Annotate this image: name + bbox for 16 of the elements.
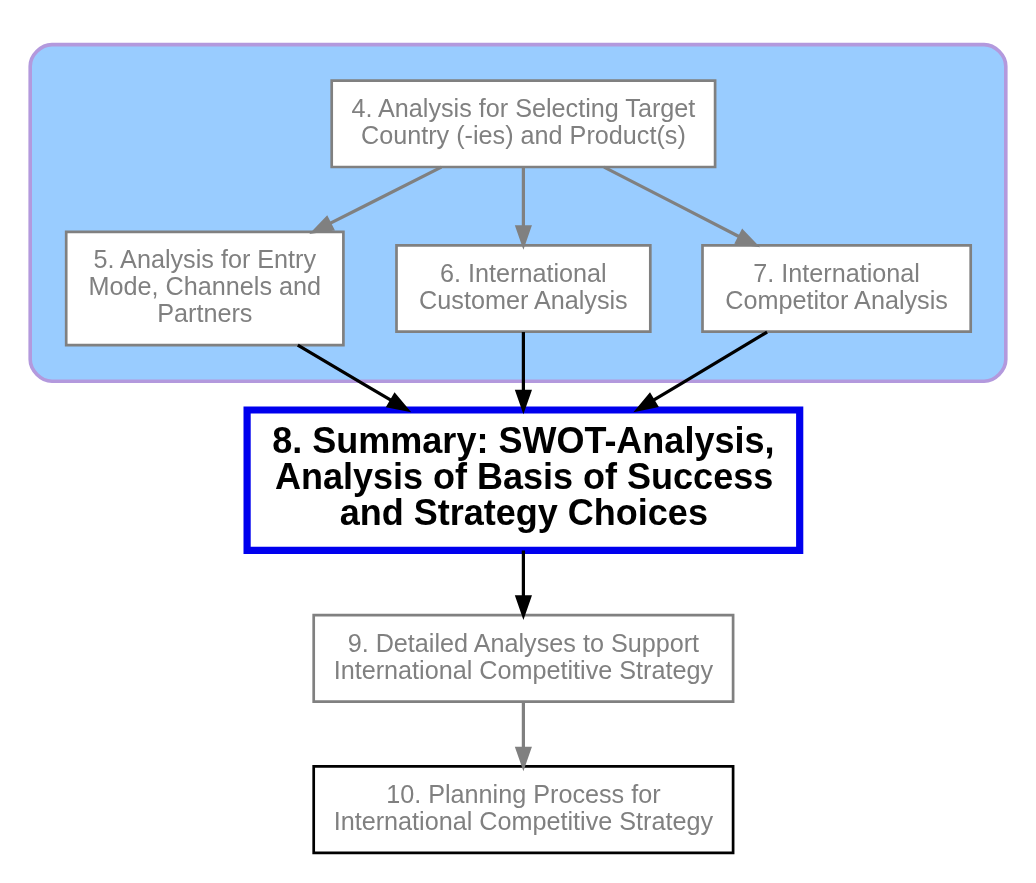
cluster [28,42,1008,383]
node-box: 10. Planning Process for International Competitive Strategy [312,765,735,855]
node-box: 6. International Customer Analysis [395,243,652,334]
arrow [603,165,761,248]
node-box: 4. Analysis for Selecting Target Country (-ies) and Product(s) [330,79,717,169]
arrow [514,550,532,620]
arrow [514,332,532,415]
arrow [514,167,532,250]
arrow [633,330,768,413]
node-box: 9. Detailed Analyses to Support International Competitive Strategy [312,613,735,703]
node-box: 7. International Competitor Analysis [701,243,973,334]
arrow [514,702,532,772]
node-box: 5. Analysis for Entry Mode, Channels and Partners [64,230,345,347]
arrow [297,343,412,413]
arrow [309,165,443,234]
node-box: 8. Summary: SWOT-Analysis, Analysis of Basis of Success and Strategy Choices [243,406,804,554]
